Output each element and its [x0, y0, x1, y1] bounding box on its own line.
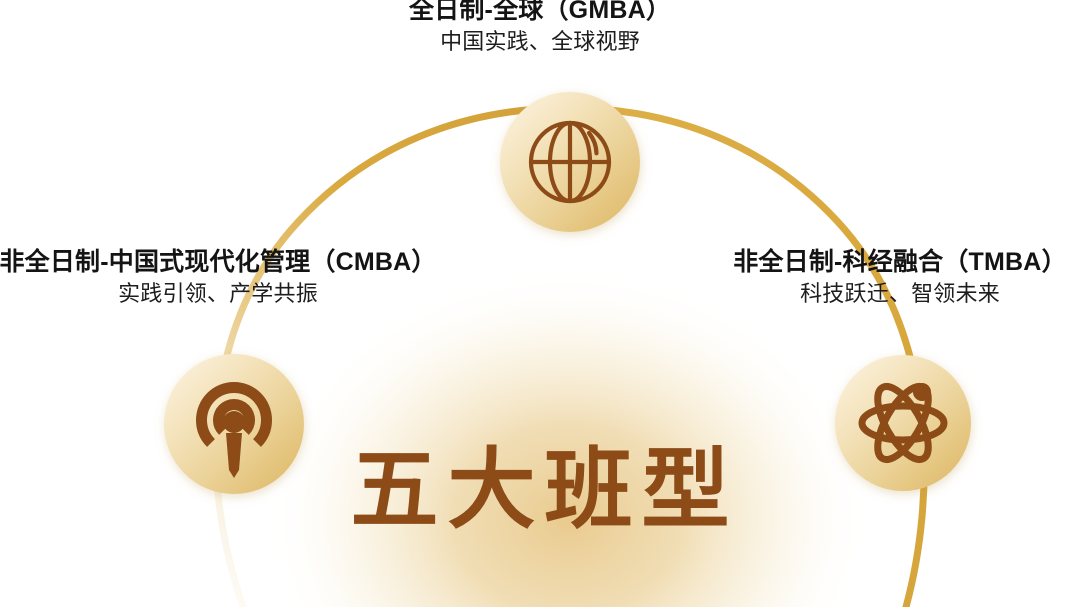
label-cmba-subtitle: 实践引领、产学共振	[118, 281, 318, 306]
label-tmba-subtitle: 科技跃迁、智领未来	[800, 281, 1000, 306]
broadcast-icon	[195, 382, 273, 478]
node-gmba[interactable]	[500, 92, 640, 232]
label-gmba: 全日制-全球（GMBA） 中国实践、全球视野	[409, 0, 671, 53]
connector-arc-right	[564, 104, 928, 607]
label-tmba-title: 非全日制-科经融合（TMBA）	[733, 248, 1067, 276]
atom-icon	[858, 382, 948, 464]
label-tmba: 非全日制-科经融合（TMBA） 科技跃迁、智领未来	[733, 250, 1067, 305]
label-cmba: 非全日制-中国式现代化管理（CMBA） 实践引领、产学共振	[0, 250, 437, 305]
node-tmba-disc	[835, 355, 971, 491]
node-cmba[interactable]	[164, 354, 304, 494]
label-gmba-subtitle: 中国实践、全球视野	[440, 29, 640, 54]
center-glow	[268, 270, 868, 607]
node-tmba[interactable]	[835, 355, 971, 491]
globe-icon	[528, 120, 612, 204]
atom-electron-icon	[913, 383, 931, 401]
label-gmba-title: 全日制-全球（GMBA）	[408, 0, 672, 24]
center-headline: 五大班型	[350, 438, 739, 541]
label-cmba-title: 非全日制-中国式现代化管理（CMBA）	[0, 248, 437, 276]
